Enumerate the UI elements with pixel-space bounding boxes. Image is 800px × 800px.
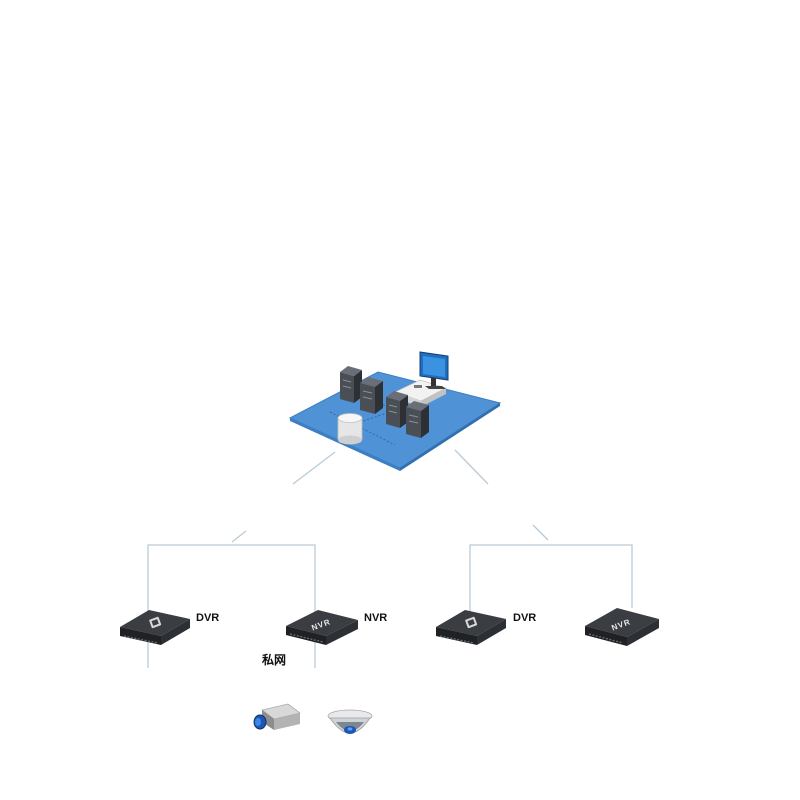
link-platform-left <box>292 451 336 485</box>
server-tower-icon <box>340 366 362 403</box>
private-network-label: 私网 <box>261 652 286 667</box>
nvr-recorder-icon: NVR <box>585 608 659 646</box>
server-tower-icon <box>406 401 429 438</box>
server-platform-icon <box>288 351 502 471</box>
dome-camera-icon <box>327 709 373 734</box>
dvr-recorder-icon <box>120 610 190 645</box>
dvr-recorder-icon <box>436 610 506 645</box>
monitor-icon <box>419 351 449 389</box>
server-tower-icon <box>386 391 408 428</box>
link-right-diagonal <box>532 524 549 541</box>
bracket-right <box>469 544 633 625</box>
dvr-left-label: DVR <box>196 612 219 624</box>
connection-lines <box>147 449 633 668</box>
link-left-diagonal <box>231 530 247 543</box>
server-tower-icon <box>360 377 383 414</box>
dvr-right-label: DVR <box>513 612 536 624</box>
nvr-left-label: NVR <box>364 612 387 624</box>
storage-cylinder-icon <box>337 413 363 445</box>
nvr-recorder-icon: NVR <box>286 610 358 645</box>
bracket-left <box>147 544 316 668</box>
box-camera-icon <box>253 703 301 730</box>
link-platform-right <box>454 449 489 485</box>
